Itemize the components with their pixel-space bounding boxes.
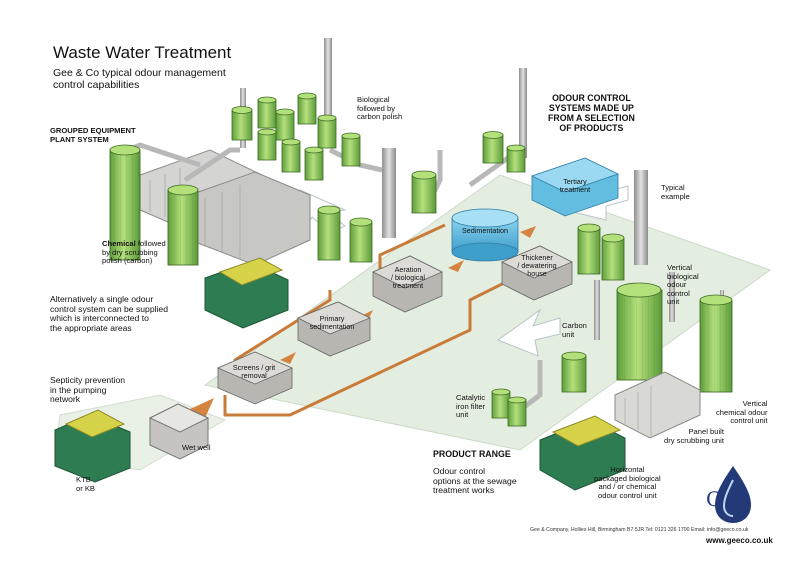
- footer-address: Gee & Company, Hollies Hill, Birmingham …: [530, 527, 749, 533]
- label-odour-systems: ODOUR CONTROL SYSTEMS MADE UP FROM A SEL…: [548, 93, 635, 133]
- stage-thickener: Thickener / dewatering house: [517, 253, 557, 279]
- stage-tertiary: Tertiary treatment: [559, 177, 591, 195]
- packaged-units: [54, 257, 626, 491]
- white-arrow-lower: [496, 308, 561, 357]
- green-tanks: [109, 92, 733, 427]
- label-chemical-rest: followed by dry scrubbing polish (carbon…: [102, 239, 166, 265]
- label-vertical-chemical: Vertical chemical odour control unit: [716, 399, 768, 425]
- label-biological: Biological followed by carbon polish: [357, 95, 403, 121]
- page-subtitle: Gee & Co typical odour management contro…: [53, 67, 226, 91]
- logo-text: G E: [706, 487, 743, 511]
- wet-well-box: [148, 403, 210, 460]
- label-ktb: KTB or KB: [76, 475, 95, 493]
- stage-primary: Primary sedimentation: [309, 314, 355, 332]
- stage-sedimentation: Sedimentation: [462, 226, 508, 235]
- stacks: [240, 38, 724, 340]
- label-grouped-equipment: GROUPED EQUIPMENT PLANT SYSTEM: [50, 126, 136, 144]
- stage-aeration: Aeration / biological treatment: [391, 265, 425, 291]
- label-alternatively: Alternatively a single odour control sys…: [50, 294, 168, 333]
- page-title: Waste Water Treatment: [53, 43, 232, 62]
- stage-screens: Screens / grit removal: [232, 363, 276, 381]
- label-catalytic: Catalytic iron filter unit: [456, 393, 486, 419]
- blue-tanks: [451, 157, 620, 262]
- process-boxes: [216, 245, 573, 405]
- label-chemical-bold: Chemical: [102, 239, 136, 248]
- label-panel-built: Panel built dry scrubbing unit: [664, 427, 724, 445]
- label-wet-well: Wet well: [182, 443, 211, 452]
- label-odour-options: Odour control options at the sewage trea…: [433, 466, 517, 496]
- label-carbon-unit: Carbon unit: [562, 321, 587, 339]
- footer-website: www.geeco.co.uk: [706, 536, 773, 545]
- panel-dry-scrubber: [614, 371, 701, 439]
- label-chemical: Chemical followed by dry scrubbing polis…: [102, 239, 166, 266]
- label-horizontal: Horizontal packaged biological and / or …: [594, 465, 661, 500]
- label-product-range: PRODUCT RANGE: [433, 449, 511, 459]
- label-typical-example: Typical example: [661, 183, 690, 201]
- label-septicity: Septicity prevention in the pumping netw…: [50, 375, 125, 405]
- logo-drop-icon: [715, 466, 751, 523]
- label-vertical-biological: Vertical biological odour control unit: [667, 263, 699, 306]
